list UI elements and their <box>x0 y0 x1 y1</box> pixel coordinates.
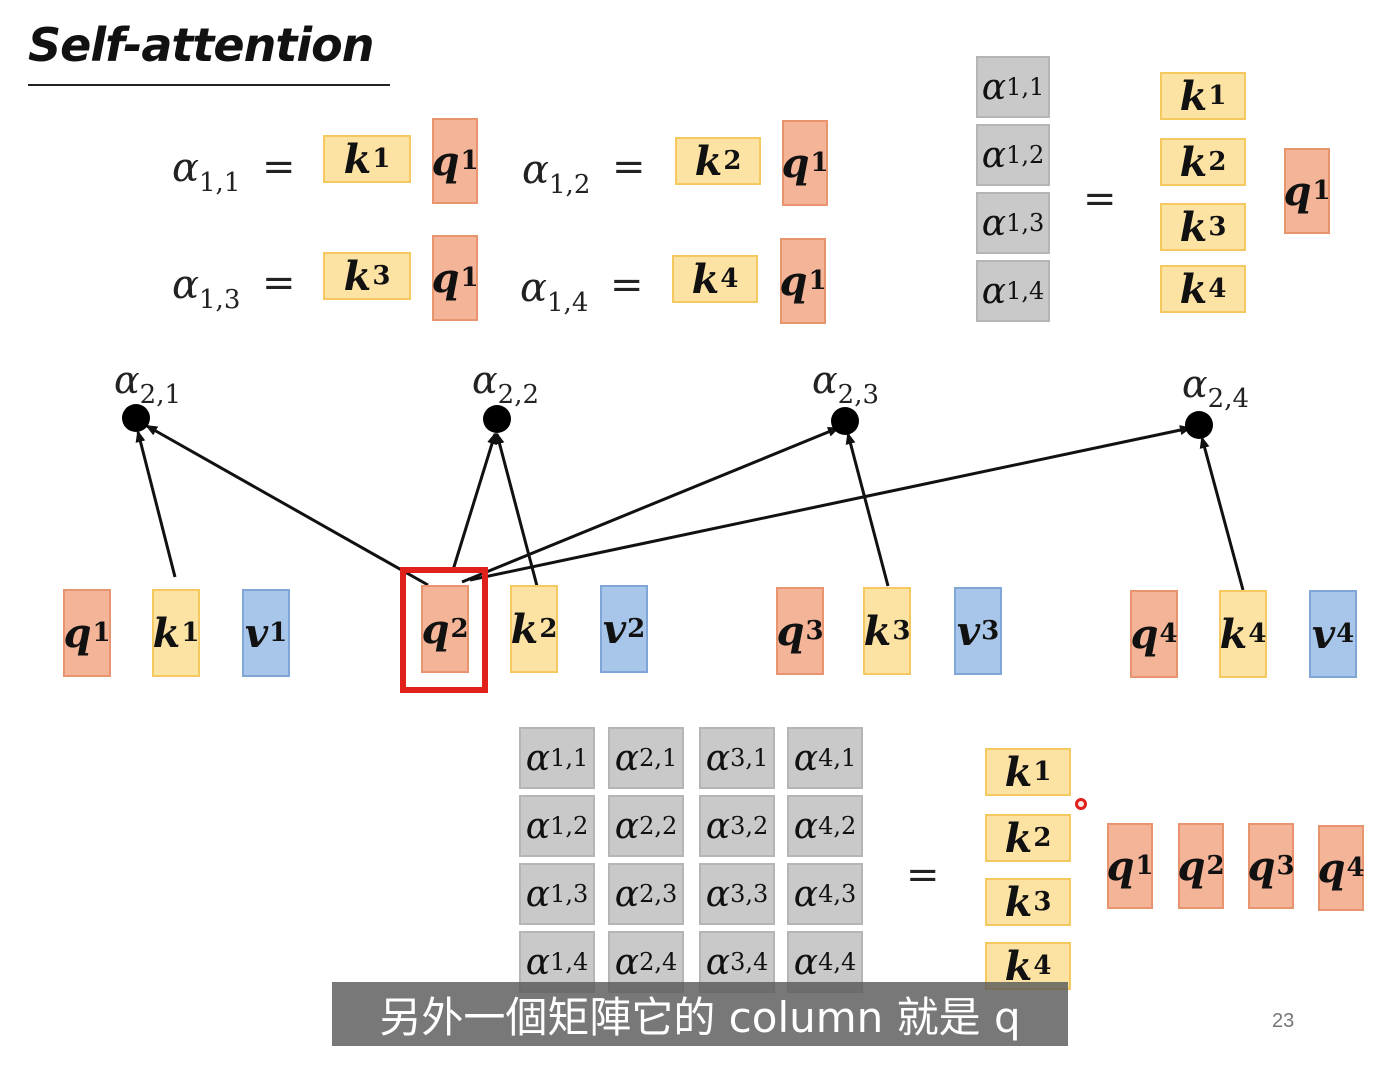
attention-label-2-2: α2,2 <box>472 358 540 410</box>
attention-label-2-1: α2,1 <box>114 358 182 410</box>
arrow-q2-to-alpha21 <box>145 424 429 587</box>
equation-2-equals: = <box>612 144 646 190</box>
equation-3-equals: = <box>262 260 296 306</box>
equation-1-alpha: α1,1 <box>172 145 241 198</box>
arrow-q2-to-alpha22 <box>451 432 497 571</box>
attention-node-2-4 <box>1185 411 1213 439</box>
equation-1-equals: = <box>262 144 296 190</box>
arrow-k1-to-alpha21 <box>135 430 177 578</box>
equation-4-equals: = <box>610 262 644 308</box>
slide-title: Self-attention <box>28 18 374 72</box>
equation-2-alpha: α1,2 <box>522 147 591 200</box>
title-underline <box>28 84 390 86</box>
attention-label-2-3: α2,3 <box>812 358 880 410</box>
arrow-q2-to-alpha24 <box>469 425 1192 582</box>
arrow-k2-to-alpha22 <box>494 432 539 587</box>
attention-node-2-3 <box>831 407 859 435</box>
attention-label-2-4: α2,4 <box>1182 362 1250 414</box>
video-subtitle: 另外一個矩陣它的 column 就是 q <box>332 982 1068 1046</box>
equation-4-alpha: α1,4 <box>520 265 589 318</box>
large-matrix-equals: = <box>906 852 940 898</box>
arrow-k4-to-alpha24 <box>1199 436 1245 591</box>
laser-pointer-icon <box>1075 798 1087 810</box>
small-matrix-equals: = <box>1083 176 1117 222</box>
q2-highlight-box <box>400 567 488 693</box>
page-number: 23 <box>1272 1010 1295 1032</box>
equation-3-alpha: α1,3 <box>172 262 241 315</box>
arrow-q2-to-alpha23 <box>461 426 840 584</box>
attention-node-2-2 <box>483 405 511 433</box>
arrow-k3-to-alpha23 <box>845 432 890 587</box>
attention-node-2-1 <box>122 404 150 432</box>
